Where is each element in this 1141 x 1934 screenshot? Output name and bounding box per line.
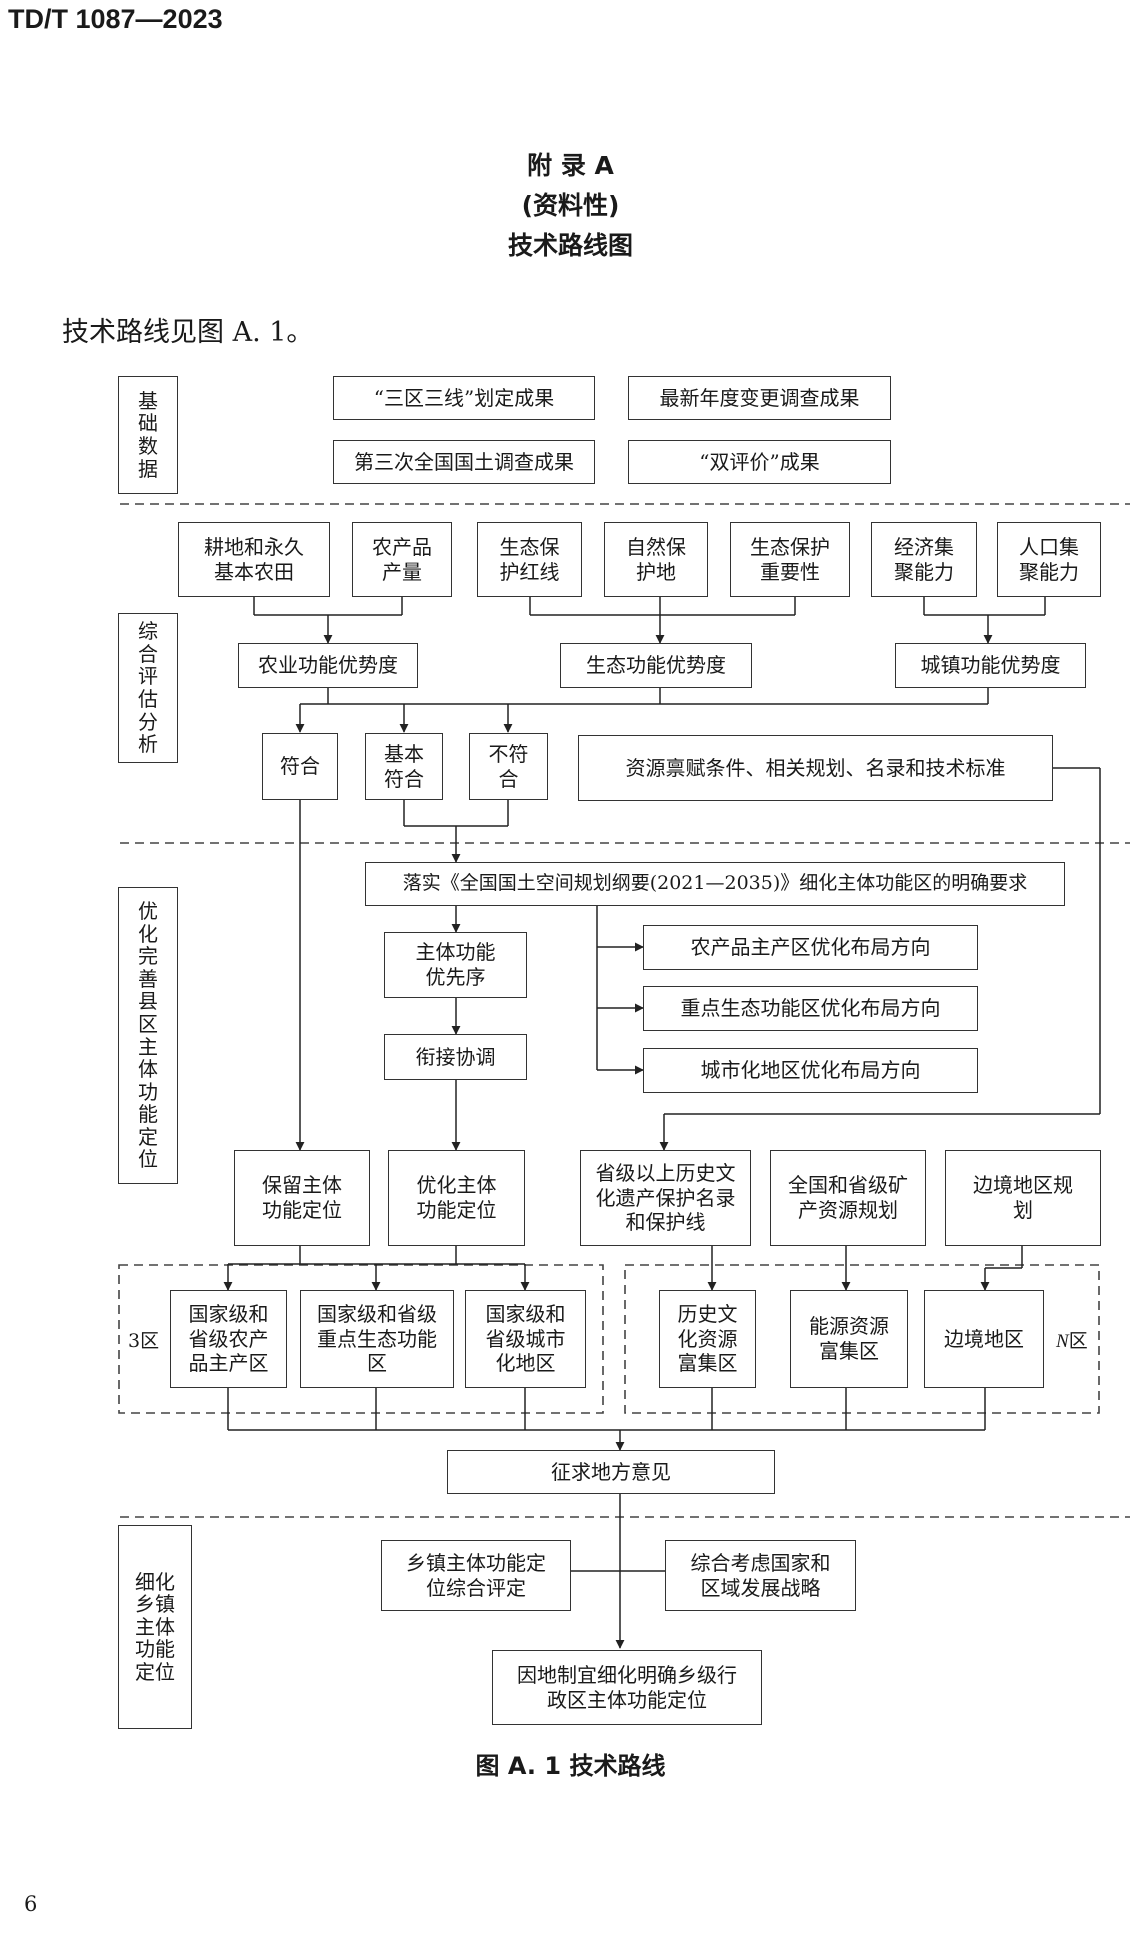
box-heritage-list: 省级以上历史文化遗产保护名录和保护线 — [580, 1150, 751, 1246]
box-population-agglomeration: 人口集聚能力 — [997, 522, 1101, 597]
box-national-agri-zone: 国家级和省级农产品主产区 — [170, 1290, 287, 1388]
section-label-township-refinement: 细化乡镇主体功能定位 — [118, 1525, 192, 1729]
box-agri-zone-direction: 农产品主产区优化布局方向 — [643, 925, 978, 970]
box-double-evaluation: “双评价”成果 — [628, 440, 891, 484]
box-nature-reserve: 自然保护地 — [604, 522, 708, 597]
box-agricultural-advantage: 农业功能优势度 — [238, 643, 418, 688]
box-three-zones-three-lines: “三区三线”划定成果 — [333, 376, 595, 420]
appendix-heading: 技术路线图 — [507, 231, 633, 260]
box-eco-zone-direction: 重点生态功能区优化布局方向 — [643, 986, 978, 1031]
three-zone-tag: 3区 — [128, 1330, 160, 1352]
box-border-area: 边境地区 — [924, 1290, 1044, 1388]
box-heritage-rich-area: 历史文化资源富集区 — [659, 1290, 756, 1388]
box-ecological-advantage: 生态功能优势度 — [560, 643, 752, 688]
section-label-basic-data: 基础数据 — [118, 376, 178, 494]
box-national-strategy: 综合考虑国家和区域发展战略 — [665, 1540, 856, 1611]
box-agri-output: 农产品产量 — [352, 522, 452, 597]
box-final-positioning: 因地制宜细化明确乡级行政区主体功能定位 — [492, 1650, 762, 1725]
box-farmland: 耕地和永久基本农田 — [178, 522, 330, 597]
intro-text: 技术路线见图 A. 1。 — [62, 317, 314, 348]
appendix-title: 附 录 A — [527, 151, 614, 180]
box-latest-annual-survey: 最新年度变更调查成果 — [628, 376, 891, 420]
box-implement-planning-outline: 落实《全国国土空间规划纲要(2021—2035)》细化主体功能区的明确要求 — [365, 862, 1065, 906]
box-basically-conform: 基本符合 — [365, 733, 443, 800]
box-retain-positioning: 保留主体功能定位 — [234, 1150, 370, 1246]
box-nonconform: 不符合 — [469, 733, 548, 800]
box-eco-red-line: 生态保护红线 — [477, 522, 582, 597]
appendix-subtitle: (资料性) — [521, 191, 620, 220]
box-economic-agglomeration: 经济集聚能力 — [871, 522, 977, 597]
box-urban-advantage: 城镇功能优势度 — [895, 643, 1086, 688]
box-third-national-survey: 第三次全国国土调查成果 — [333, 440, 595, 484]
box-coordination: 衔接协调 — [384, 1034, 527, 1080]
section-label-county-optimization: 优化完善县区主体功能定位 — [118, 887, 178, 1184]
n-zone-tag: N区 — [1056, 1330, 1088, 1352]
box-energy-rich-area: 能源资源富集区 — [790, 1290, 908, 1388]
box-eco-importance: 生态保护重要性 — [730, 522, 850, 597]
page-number: 6 — [24, 1892, 38, 1916]
standard-code: TD/T 1087—2023 — [8, 4, 223, 34]
box-township-evaluation: 乡镇主体功能定位综合评定 — [381, 1540, 571, 1611]
box-national-urban-zone: 国家级和省级城市化地区 — [465, 1290, 586, 1388]
box-national-eco-zone: 国家级和省级重点生态功能区 — [300, 1290, 454, 1388]
box-resource-conditions: 资源禀赋条件、相关规划、名录和技术标准 — [578, 735, 1053, 801]
box-function-priority: 主体功能优先序 — [384, 932, 527, 998]
box-mineral-plan: 全国和省级矿产资源规划 — [770, 1150, 926, 1246]
box-consult-local: 征求地方意见 — [447, 1450, 775, 1494]
section-label-comprehensive-analysis: 综合评估分析 — [118, 613, 178, 763]
box-border-plan: 边境地区规划 — [945, 1150, 1101, 1246]
box-optimize-positioning: 优化主体功能定位 — [388, 1150, 525, 1246]
figure-caption: 图 A. 1 技术路线 — [475, 1752, 666, 1780]
box-conform: 符合 — [262, 733, 338, 800]
box-urban-zone-direction: 城市化地区优化布局方向 — [643, 1048, 978, 1093]
